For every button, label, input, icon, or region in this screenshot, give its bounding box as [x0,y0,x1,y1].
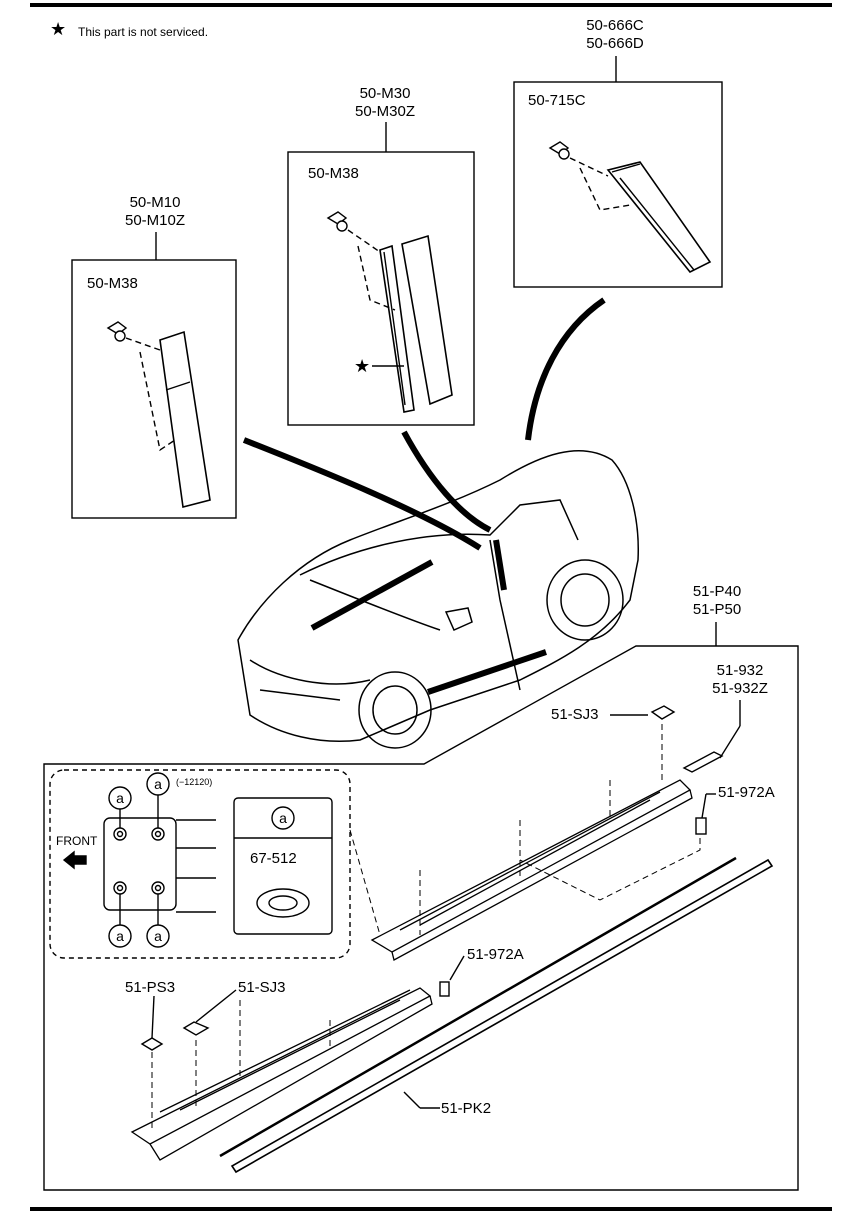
serial-note: (−12120) [176,777,213,787]
clip-mark-a-3: a [116,928,124,944]
star-icon: ★ [50,19,67,39]
side-step-upper [370,779,693,961]
clip-mark-a-2: a [154,776,162,792]
callout-51-PS3: 51-PS3 [125,979,176,996]
callout-51-SJ3-top: 51-SJ3 [551,706,599,723]
callout-50-M38-mid: 50-M38 [308,165,359,182]
legend-box [233,797,333,935]
666-group-box [513,81,723,288]
m10-group-box [71,259,237,519]
m30-group-box [287,151,475,426]
side-step-lower [130,987,433,1161]
side-step-group-box [43,645,799,1191]
moulding-pk2 [230,858,774,1174]
clip-mark-a-1: a [116,790,124,806]
callout-50-M38-left: 50-M38 [87,275,138,292]
callout-51-SJ3-bottom: 51-SJ3 [238,979,286,996]
front-label: FRONT [56,834,98,848]
garnish-666 [548,141,712,274]
detail-inset [49,769,351,959]
note-text: This part is not serviced. [78,25,209,39]
callout-51-972A-right: 51-972A [718,784,775,801]
garnish-m30 [326,211,453,413]
legend-part-number: 67-512 [250,850,297,867]
clip-mark-a-4: a [154,928,162,944]
top-border [30,3,832,7]
legend-key-a: a [279,810,287,826]
vehicle-outline [237,449,640,749]
star-icon-marker: ★ [354,356,370,377]
bottom-border [30,1207,832,1211]
callout-50-715C: 50-715C [528,92,586,109]
callout-51-PK2: 51-PK2 [441,1100,492,1117]
garnish-m10 [106,321,211,509]
callout-51-972A-mid: 51-972A [467,946,524,963]
